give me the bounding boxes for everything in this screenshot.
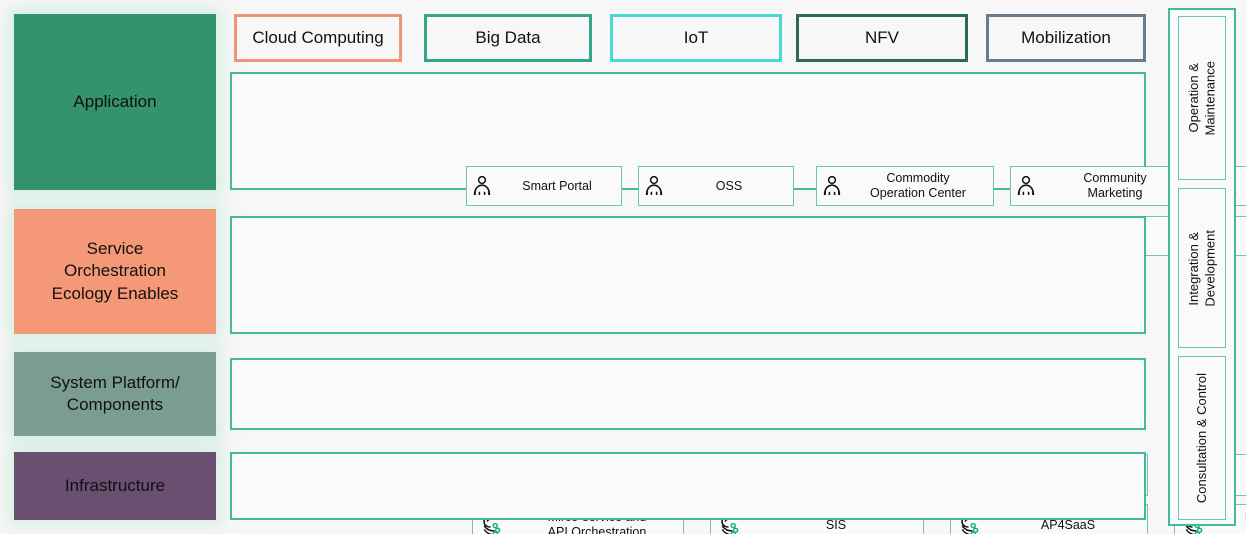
service-items-container: Mesh NetworkDevOps PlatformAbility Open … [230, 216, 1246, 534]
application-item-label: Smart Portal [522, 178, 592, 193]
layer-label-service-text: Service Orchestration Ecology Enables [51, 238, 179, 303]
side-column-label-1: Integration & Development [1185, 229, 1217, 307]
domain-chip-label: Mobilization [1021, 28, 1111, 47]
person-icon [473, 175, 491, 196]
service-item-label: NFV ResourcesOrchestration [1217, 510, 1246, 534]
application-item-smart-portal[interactable]: Smart Portal [466, 166, 622, 206]
person-icon [817, 175, 847, 197]
service-item-label: SIS [825, 517, 847, 532]
application-item-label: OSS [715, 178, 743, 193]
layer-label-service: Service Orchestration Ecology Enables [14, 209, 216, 334]
layer-label-application-text: Application [73, 91, 157, 111]
layer-label-infrastructure-text: Infrastructure [64, 475, 166, 495]
person-icon [639, 175, 669, 197]
side-column-item-consultation-control[interactable]: Consultation & Control [1178, 356, 1226, 520]
system-items-container: IoT PlatformMobile Platform MEXTuCloud P… [230, 358, 1146, 430]
person-icon [1011, 175, 1041, 197]
domain-chip-mobilization[interactable]: Mobilization [986, 14, 1146, 62]
side-column-label-2: Consultation & Control [1193, 372, 1209, 504]
domain-chip-label: Big Data [475, 28, 541, 47]
domain-chip-label: Cloud Computing [252, 28, 384, 47]
domain-chip-label: IoT [683, 28, 709, 47]
domain-chip-iot[interactable]: IoT [610, 14, 782, 62]
domain-chip-nfv[interactable]: NFV [796, 14, 968, 62]
layer-label-application: Application [14, 14, 216, 190]
domain-chip-cloud-computing[interactable]: Cloud Computing [234, 14, 402, 62]
person-icon [645, 175, 663, 196]
person-icon [1017, 175, 1035, 196]
person-icon [823, 175, 841, 196]
layer-label-infrastructure: Infrastructure [14, 452, 216, 520]
application-item-oss[interactable]: OSS [638, 166, 794, 206]
layer-label-system: System Platform/ Components [14, 352, 216, 436]
domain-chip-label: NFV [865, 28, 899, 47]
domain-chip-big-data[interactable]: Big Data [424, 14, 592, 62]
infrastructure-items-container: IaaS Management PlatformPIM - Physical I… [230, 452, 1146, 520]
person-icon [467, 175, 497, 197]
side-column-item-integration-development[interactable]: Integration & Development [1178, 188, 1226, 348]
side-column-item-operation-maintenance[interactable]: Operation & Maintenance [1178, 16, 1226, 180]
layer-label-system-text: System Platform/ Components [50, 372, 180, 414]
service-item-label: AP4SaaS [1040, 517, 1096, 532]
side-column-label-0: Operation & Maintenance [1185, 60, 1217, 136]
